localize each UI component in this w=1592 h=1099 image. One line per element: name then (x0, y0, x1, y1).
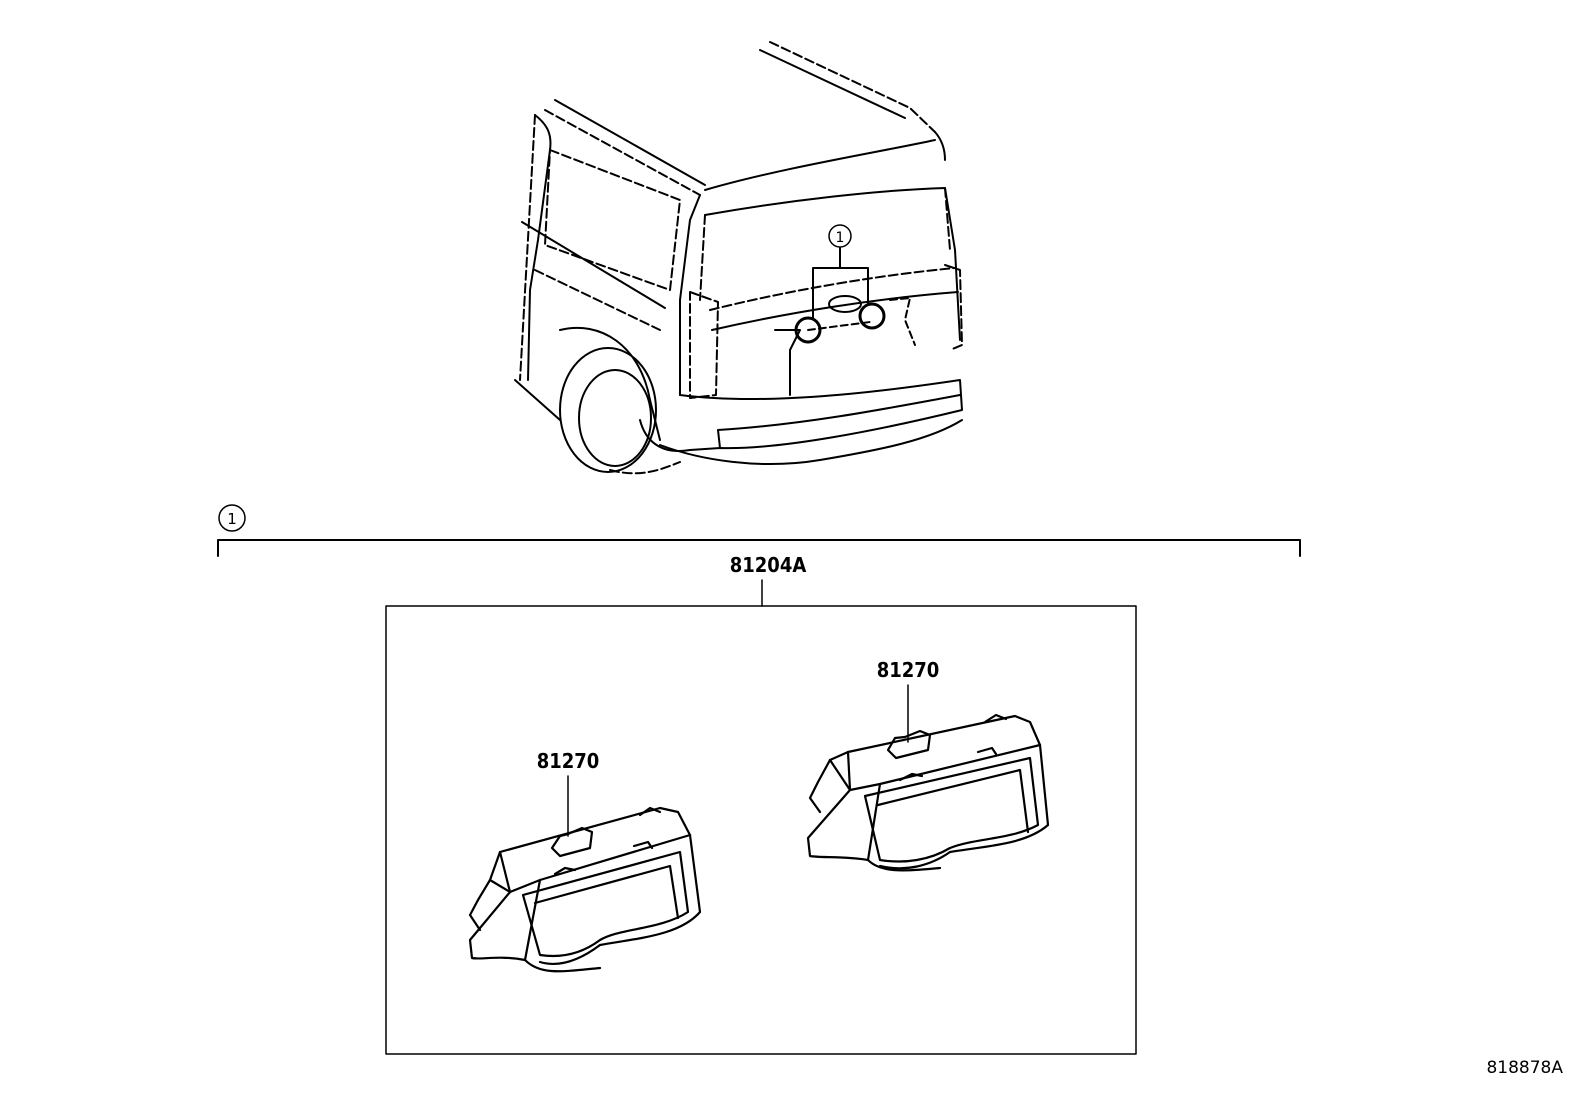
part-label-right[interactable]: 81270 (877, 658, 940, 682)
callout-group: 1 (218, 504, 246, 532)
van-callout-badge: 1 (828, 224, 852, 248)
license-lamp-right (806, 713, 1050, 872)
callout-number: 1 (227, 510, 237, 528)
van-callout-number: 1 (836, 230, 845, 246)
part-label-left[interactable]: 81270 (537, 749, 600, 773)
license-lamp-left (468, 806, 702, 973)
van-rear-illustration (514, 41, 963, 475)
figure-id: 818878A (1486, 1058, 1563, 1078)
assembly-box (385, 605, 1137, 1055)
assembly-part-number[interactable]: 81204A (730, 553, 807, 577)
assembly-bracket-line (217, 539, 1301, 557)
